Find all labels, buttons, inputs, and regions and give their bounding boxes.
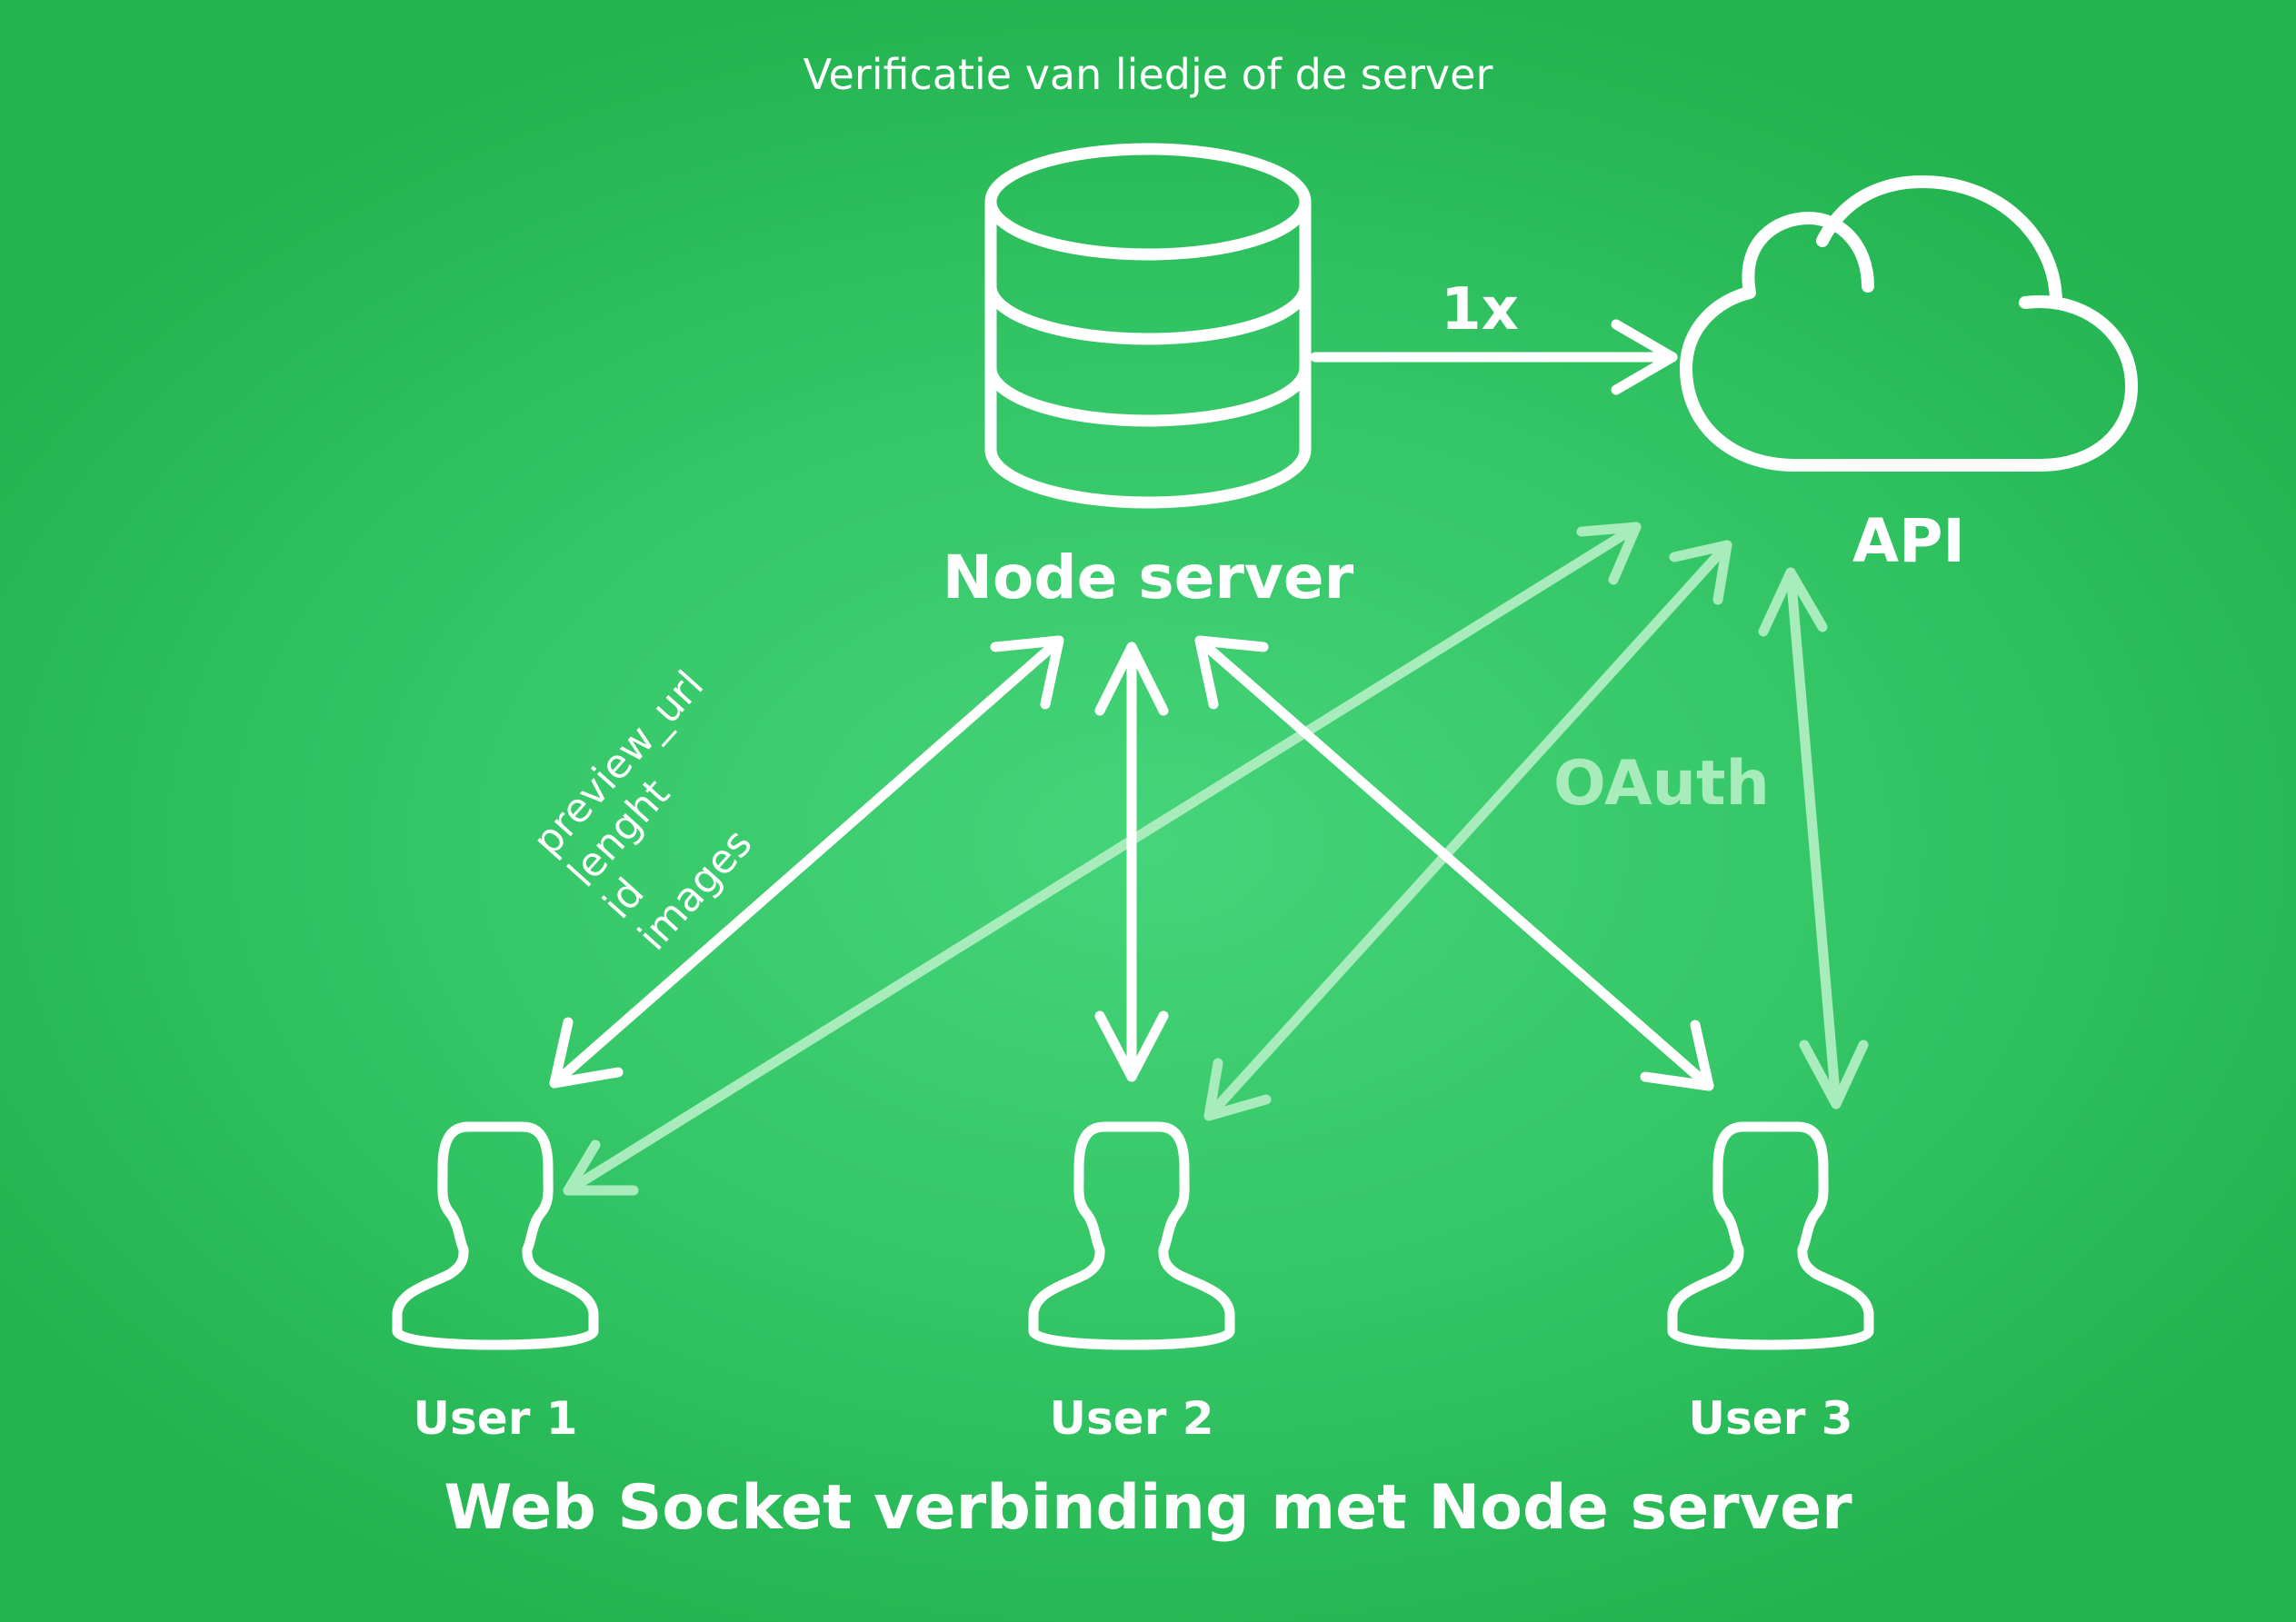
- footer-title: Web Socket verbinding met Node server: [444, 1472, 1852, 1544]
- user-label-3: User 3: [1688, 1392, 1852, 1445]
- database-icon: [984, 143, 1312, 509]
- field-list: preview_url lenght id images: [524, 662, 762, 960]
- user-label-2: User 2: [1049, 1392, 1213, 1445]
- oauth-arrow-user3: [1758, 567, 1869, 1110]
- server-to-api-label: 1x: [1441, 276, 1519, 343]
- user-label-1: User 1: [413, 1392, 577, 1445]
- cloud-icon: [1680, 175, 2138, 472]
- field-images: images: [630, 821, 762, 960]
- user-icon: [397, 1127, 594, 1345]
- user-icon: [1672, 1127, 1869, 1345]
- server-user1-arrow: [549, 635, 1064, 1089]
- server-user3-arrow: [1194, 635, 1714, 1091]
- server-label: Node server: [943, 542, 1354, 612]
- server-user2-arrow: [1094, 642, 1169, 1082]
- oauth-label: OAuth: [1553, 748, 1770, 820]
- oauth-arrow-user1: [563, 522, 1642, 1196]
- oauth-arrow-user2: [1203, 540, 1732, 1121]
- server-to-api-arrow: [1310, 319, 1678, 395]
- user-icon: [1033, 1127, 1230, 1345]
- top-caption: Verificatie van liedje of de server: [804, 50, 1493, 99]
- api-label: API: [1852, 506, 1965, 576]
